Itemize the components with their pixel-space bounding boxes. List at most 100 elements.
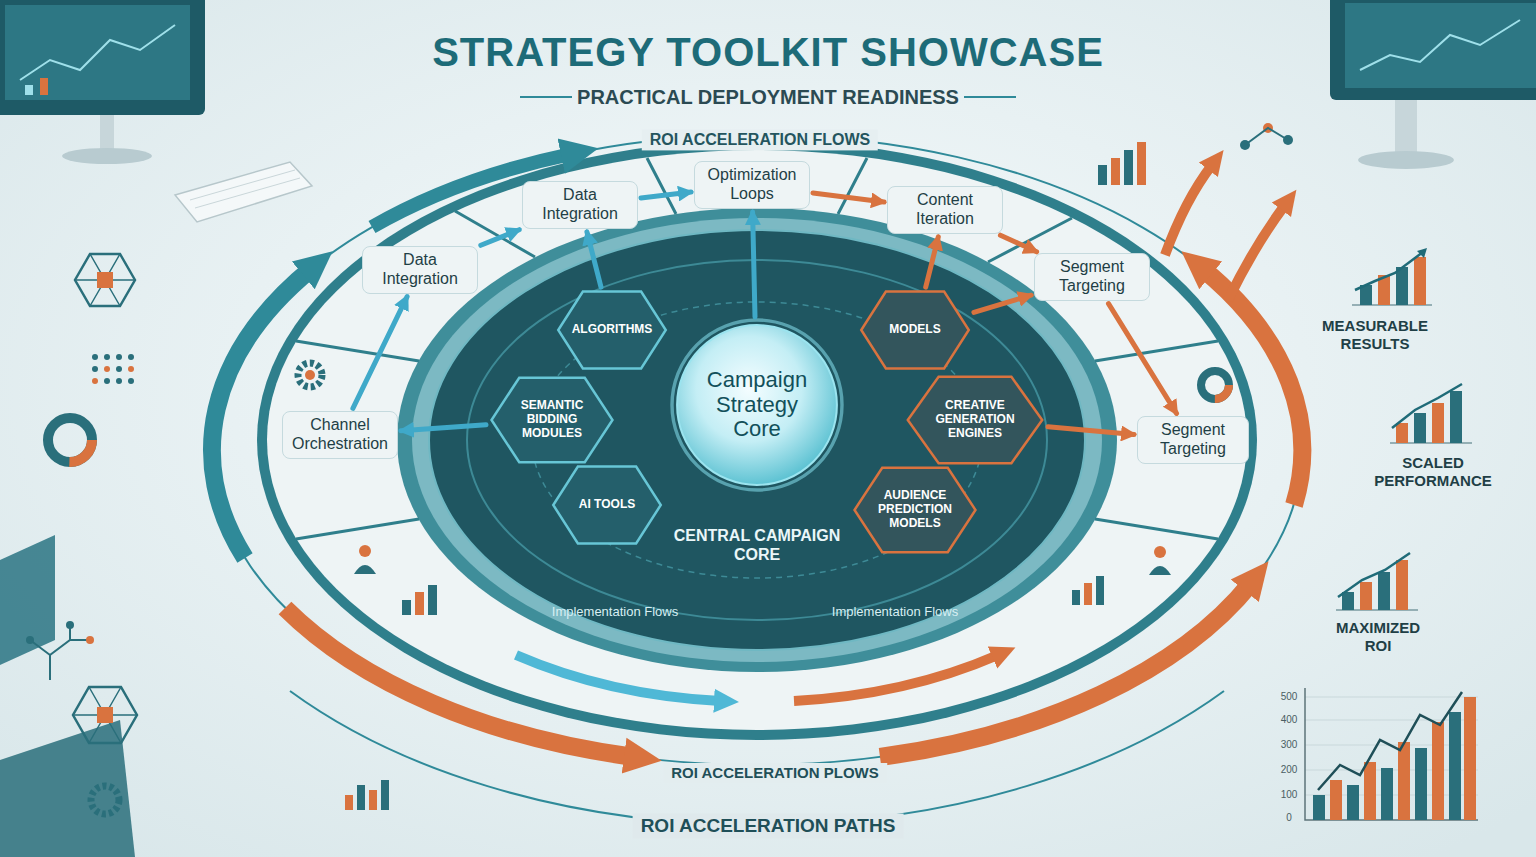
outer-guide-lines bbox=[212, 135, 1302, 765]
monitor-left bbox=[175, 162, 312, 222]
right-icons bbox=[1318, 692, 1462, 790]
left-icons bbox=[26, 254, 437, 814]
node-text: ALGORITHMS bbox=[572, 323, 653, 337]
left-icons bbox=[305, 370, 315, 380]
left-icons bbox=[75, 254, 135, 306]
model-hexagon: MODELS bbox=[859, 290, 971, 370]
right-icons bbox=[1137, 142, 1146, 185]
left-icons bbox=[73, 687, 137, 743]
left-icons bbox=[75, 254, 135, 306]
result-label: MEASURABLE RESULTS bbox=[1310, 317, 1440, 353]
right-icons bbox=[1398, 742, 1410, 820]
right-icons bbox=[1305, 688, 1478, 820]
left-icons bbox=[92, 366, 98, 372]
left-icons bbox=[66, 621, 74, 629]
model-hexagon: CREATIVE GENERATION ENGINES bbox=[905, 375, 1045, 465]
hexagon-outline bbox=[553, 467, 661, 544]
right-icons bbox=[1450, 391, 1462, 443]
flow-connector bbox=[481, 230, 519, 246]
monitor-left bbox=[40, 78, 48, 95]
right-icons bbox=[1381, 768, 1393, 820]
right-icons bbox=[1364, 762, 1376, 820]
left-icons bbox=[30, 625, 90, 680]
hexagon-outline bbox=[558, 292, 666, 369]
node-text: Data Integration bbox=[530, 186, 630, 224]
left-icons bbox=[104, 366, 110, 372]
monitor-right bbox=[1330, 0, 1536, 100]
right-icons bbox=[1415, 748, 1427, 820]
right-icons bbox=[1392, 384, 1462, 428]
model-hexagon: AUDIENCE PREDICTION MODELS bbox=[852, 466, 978, 554]
core-sphere: Campaign Strategy Core bbox=[672, 320, 842, 490]
flow-label: ROI ACCELERATION FLOWS bbox=[642, 129, 878, 150]
left-icons bbox=[298, 363, 322, 387]
node-text: Channel Orchestration bbox=[290, 416, 390, 454]
left-icons bbox=[104, 378, 110, 384]
right-icons bbox=[1124, 150, 1133, 185]
flow-arrows bbox=[212, 154, 1302, 757]
left-icons bbox=[73, 687, 137, 743]
right-icons bbox=[1096, 576, 1104, 605]
flow-label: ROI ACCELERATION PLOWS bbox=[663, 763, 887, 783]
flow-connector bbox=[1000, 235, 1036, 252]
ring-segment: Data Integration bbox=[362, 246, 478, 294]
axis-value: 500 bbox=[1281, 691, 1298, 703]
segment-ring bbox=[296, 158, 1218, 539]
left-icons bbox=[91, 786, 119, 814]
left-icons bbox=[116, 366, 122, 372]
diagram-title: STRATEGY TOOLKIT SHOWCASE bbox=[432, 28, 1104, 76]
axis-value: 300 bbox=[1281, 739, 1298, 751]
flow-arrows bbox=[516, 655, 720, 701]
flow-label: ROI ACCELERATION PATHS bbox=[633, 814, 904, 839]
left-icons bbox=[357, 785, 365, 810]
result-label: MAXIMIZED ROI bbox=[1323, 619, 1433, 655]
right-icons bbox=[1347, 785, 1359, 820]
right-icons bbox=[1352, 248, 1432, 305]
right-icons bbox=[1305, 688, 1478, 820]
monitor-left bbox=[20, 25, 175, 80]
right-icons bbox=[1342, 592, 1354, 610]
left-icons bbox=[359, 545, 371, 557]
monitor-right bbox=[1360, 20, 1520, 70]
hexagon-outline bbox=[492, 378, 613, 462]
right-icons bbox=[1396, 267, 1408, 305]
right-icons bbox=[1338, 553, 1410, 597]
tool-hexagon: SEMANTIC BIDDING MODULES bbox=[489, 376, 615, 464]
flow-connector bbox=[813, 193, 884, 202]
right-icons bbox=[1149, 566, 1171, 575]
hexagon-outline bbox=[855, 468, 976, 552]
node-text: MODELS bbox=[889, 323, 940, 337]
right-icons bbox=[1396, 423, 1408, 443]
right-icons bbox=[1414, 413, 1426, 443]
flow-label: Implementation Flows bbox=[832, 604, 958, 620]
left-icons bbox=[345, 795, 353, 810]
flow-connector bbox=[401, 425, 486, 431]
node-text: Segment Targeting bbox=[1145, 421, 1241, 459]
right-icons bbox=[1378, 572, 1390, 610]
core-sphere-glow bbox=[672, 320, 842, 490]
left-icons bbox=[415, 592, 424, 615]
ring-segment: Channel Orchestration bbox=[282, 411, 398, 459]
outer-guide-lines bbox=[212, 97, 1302, 825]
left-icons bbox=[104, 354, 110, 360]
flow-connector bbox=[753, 212, 755, 317]
right-icons bbox=[1336, 553, 1418, 610]
flow-connector bbox=[1109, 304, 1177, 414]
node-text: Optimization Loops bbox=[702, 166, 802, 204]
node-text: Campaign Strategy Core bbox=[692, 368, 822, 442]
monitor-left bbox=[0, 0, 205, 115]
monitor-left bbox=[62, 148, 152, 164]
tool-hexagon: ALGORITHMS bbox=[556, 290, 668, 370]
left-icons bbox=[354, 565, 376, 574]
core-disk-fill bbox=[429, 230, 1085, 650]
axis-value: 400 bbox=[1281, 714, 1298, 726]
left-icons bbox=[402, 600, 411, 615]
left-icons bbox=[369, 790, 377, 810]
left-icons bbox=[128, 378, 134, 384]
left-icons bbox=[128, 366, 134, 372]
tool-hexagon: AI TOOLS bbox=[551, 465, 663, 545]
right-icons bbox=[1355, 252, 1423, 290]
left-icons bbox=[92, 354, 134, 384]
right-icons bbox=[1464, 697, 1476, 820]
